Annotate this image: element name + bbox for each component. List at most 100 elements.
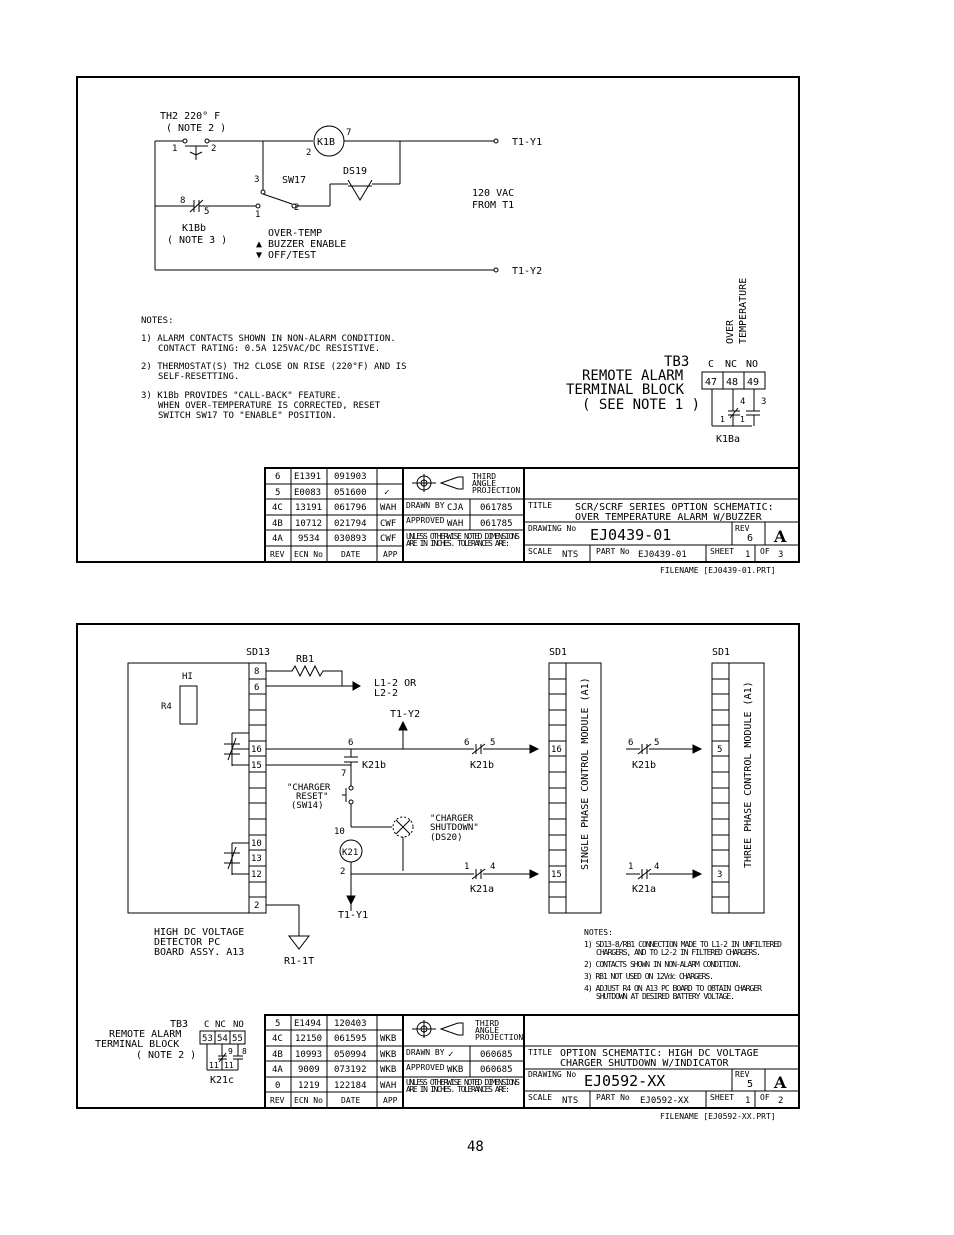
k21a-wire [351,868,540,880]
terminal-c-label: C [204,1020,209,1030]
sd1-label: SD1 [549,647,567,658]
ecn-header: ECN No [294,550,323,559]
k1ba-pin: 4 [740,397,745,407]
sw17-pin: 2 [294,203,299,213]
k21b-label: K21b [632,760,656,771]
drawing-ej0439: TH2 220° F ( NOTE 2 ) 1 2 K1B 7 2 T1-Y1 … [76,76,800,575]
pin-label: 15 [551,870,562,880]
drawn-by: ✓ [448,1050,453,1060]
drawing-number: EJ0592-XX [584,1072,665,1090]
page-number: 48 [467,1139,484,1155]
pin-label: 6 [254,683,259,693]
drawn-by-label: DRAWN BY [406,501,445,510]
resistor-icon [266,664,362,691]
k1b-label: K1B [317,137,335,148]
ecn-cell: 9534 [298,534,320,544]
t1y2-label: T1-Y2 [390,709,420,720]
k21a-label: K21a [632,884,656,895]
temperature-label: TEMPERATURE [738,278,749,344]
drawing-ej0592: SD13 8 6 16 15 10 13 12 2 HI R4 [76,623,800,1121]
t1y1-label: T1-Y1 [338,910,368,921]
revision-table: 6 E1391 091903 5 E0083 051600 ✓ 4C 13191… [270,472,398,559]
part-number: EJ0592-XX [640,1096,689,1106]
drawn-by: CJA [447,503,464,513]
pin-label: 16 [251,745,262,755]
tb3-line: REMOTE ALARM [109,1029,181,1040]
part-label: PART No [596,1093,630,1102]
k21a-contact-icon [626,868,703,880]
tb3-label: TB3 [170,1019,188,1030]
terminal-icon [493,267,499,273]
ecn-cell: 1219 [298,1081,320,1091]
k21b-pin: 6 [628,738,633,748]
sw17-label: SW17 [282,175,306,186]
note-text: SELF-RESETTING. [158,372,239,382]
relay-coil-icon [313,125,499,157]
third-angle-text: THIRD [472,472,496,481]
ecn-cell: 12150 [295,1034,322,1044]
th2-note: ( NOTE 2 ) [166,123,226,134]
board-label: HIGH DC VOLTAGE [154,927,244,938]
of-label: OF [760,1093,770,1102]
k21b-pin: 7 [341,769,346,779]
pushbutton-icon [342,785,354,827]
rev-value: 6 [747,533,753,544]
sheet-value: 1 [745,1096,750,1106]
date-header: DATE [341,1096,360,1105]
drawing-title: CHARGER SHUTDOWN W/INDICATOR [560,1058,730,1069]
note-text: SWITCH SW17 TO "ENABLE" POSITION. [158,411,337,421]
terminal-number: 47 [705,377,717,388]
k1bb-label: K1Bb [182,223,206,234]
vac-label: 120 VAC [472,188,514,199]
arrow-icon [398,720,408,731]
date-cell: 030893 [334,534,367,544]
board-label: DETECTOR PC [154,937,220,948]
ecn-cell: 10993 [295,1050,322,1060]
sw17-pin: 3 [254,175,259,185]
k1bb-contact-icon [155,199,256,213]
indicator-lamp-icon [351,816,414,871]
tb3-line: TERMINAL BLOCK [566,382,685,398]
hi-label: HI [182,672,193,682]
date-cell: 051600 [334,488,367,498]
filename: FILENAME [EJ0439-01.PRT] [660,566,776,575]
k1ba-pin: 1 [720,415,725,424]
rev-cell: 4C [272,503,283,513]
drawn-date: 060685 [480,1050,513,1060]
k21c-pin: 9 [228,1047,233,1056]
app-cell: ✓ [384,488,389,498]
th2-label: TH2 220° F [160,111,220,122]
k1ba-pin: 3 [761,397,766,407]
board-contact-icon [224,842,249,875]
pin-label: 3 [717,870,722,880]
k21b-contact-icon [266,749,358,786]
charger-shutdown-label: (DS20) [430,833,463,843]
app-cell: WKB [380,1034,396,1044]
pin-label: 8 [254,667,259,677]
rev-label: REV [735,1070,750,1079]
approved-date: 060685 [480,1065,513,1075]
k21b-pin: 5 [490,738,495,748]
sheet-label: SHEET [710,547,734,556]
terminal-number: 54 [217,1034,228,1044]
pin-label: 2 [254,901,259,911]
note-text: CHARGERS, AND TO L2-2 IN FILTERED CHARGE… [596,948,761,957]
third-angle-text: ANGLE [475,1026,499,1035]
terminal-block-icon [199,1030,246,1071]
charger-reset-label: RESET" [296,792,329,802]
drawing-title: OPTION SCHEMATIC: HIGH DC VOLTAGE [560,1048,759,1059]
drawn-date: 061785 [480,503,513,513]
th2-pin: 1 [172,144,177,154]
single-phase-label: SINGLE PHASE CONTROL MODULE (A1) [580,677,591,870]
drawn-by-label: DRAWN BY [406,1048,445,1057]
app-cell: CWF [380,519,396,529]
note-text: 1) ALARM CONTACTS SHOWN IN NON-ALARM CON… [141,334,396,344]
app-header: APP [383,550,398,559]
sd13-label: SD13 [246,647,270,658]
rev-cell: 4A [272,1065,283,1075]
of-value: 3 [778,550,783,560]
rev-header: REV [270,1096,285,1105]
date-cell: 073192 [334,1065,367,1075]
rev-cell: 4A [272,534,283,544]
pin-label: 15 [251,761,262,771]
